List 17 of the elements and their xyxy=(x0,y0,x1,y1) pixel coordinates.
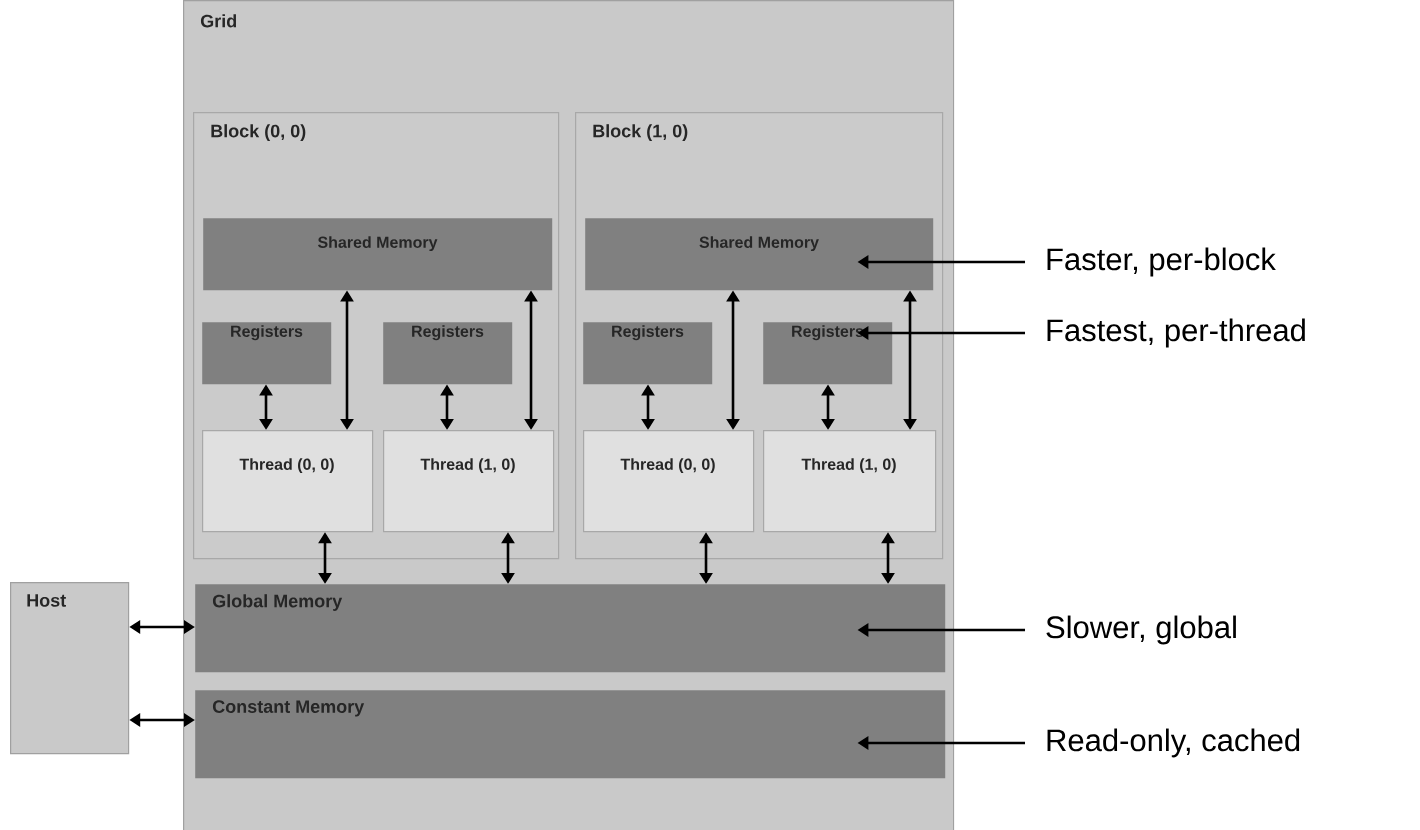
thread-box: Thread (0, 0) xyxy=(583,430,755,533)
register-box: Registers xyxy=(202,322,332,385)
memory-box: Constant Memory xyxy=(195,690,946,779)
annotation-text: Read-only, cached xyxy=(1047,728,1300,758)
annotation-text: Fastest, per-thread xyxy=(1047,318,1305,348)
thread-box: Thread (1, 0) xyxy=(383,430,555,533)
register-box: Registers xyxy=(383,322,513,385)
annotation-text: Faster, per-block xyxy=(1047,247,1276,277)
register-box: Registers xyxy=(763,322,893,385)
thread-box: Thread (0, 0) xyxy=(202,430,374,533)
register-box: Registers xyxy=(583,322,713,385)
memory-box: Shared Memory xyxy=(585,218,934,291)
thread-box: Thread (1, 0) xyxy=(763,430,937,533)
annotation-text: Slower, global xyxy=(1046,615,1236,645)
memory-box: Shared Memory xyxy=(203,218,553,291)
memory-box: Global Memory xyxy=(195,584,946,673)
host-box: Host xyxy=(10,582,130,755)
